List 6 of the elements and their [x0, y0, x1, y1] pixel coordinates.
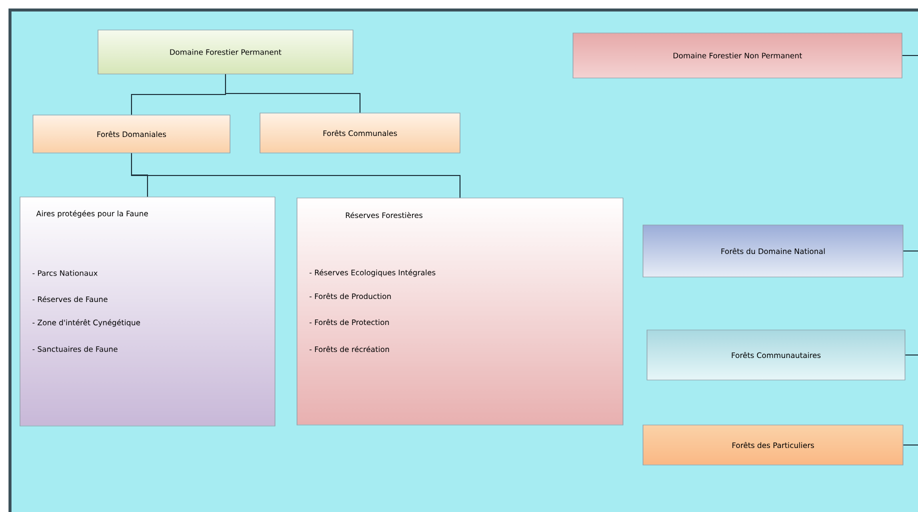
- connector-line: [902, 444, 918, 446]
- connector-line: [225, 74, 360, 114]
- connector-line: [902, 250, 918, 252]
- connector-line: [902, 55, 918, 56]
- connector-line: [904, 354, 918, 356]
- connector-line: [131, 152, 460, 198]
